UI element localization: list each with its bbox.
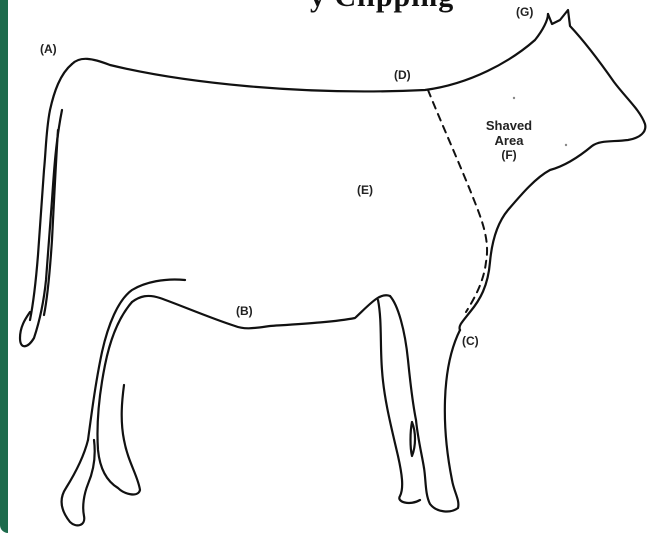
front-leg-front-edge: [424, 330, 460, 511]
topline-outline: [72, 14, 548, 91]
shaved-area-line2: Area: [472, 133, 546, 148]
label-a: (A): [40, 42, 57, 56]
label-b: (B): [236, 304, 253, 318]
label-g: (G): [516, 5, 533, 19]
belly-outline: [132, 295, 390, 328]
label-e: (E): [357, 183, 373, 197]
head-outline: [459, 10, 645, 330]
rump-outline: [30, 64, 72, 320]
speck-mark: [513, 97, 515, 99]
label-c: (C): [462, 334, 479, 348]
tail-outline: [20, 110, 62, 346]
shaved-area-line1: Shaved: [472, 118, 546, 133]
speck-mark: [565, 144, 567, 146]
shaved-area-label: Shaved Area (F): [472, 118, 546, 163]
inner-front-leg: [411, 422, 416, 456]
flank-outline: [88, 279, 185, 440]
label-f: (F): [472, 148, 546, 163]
label-d: (D): [394, 68, 411, 82]
hind-leg-rear-edge: [62, 440, 95, 525]
hind-leg-front-edge: [97, 302, 140, 494]
